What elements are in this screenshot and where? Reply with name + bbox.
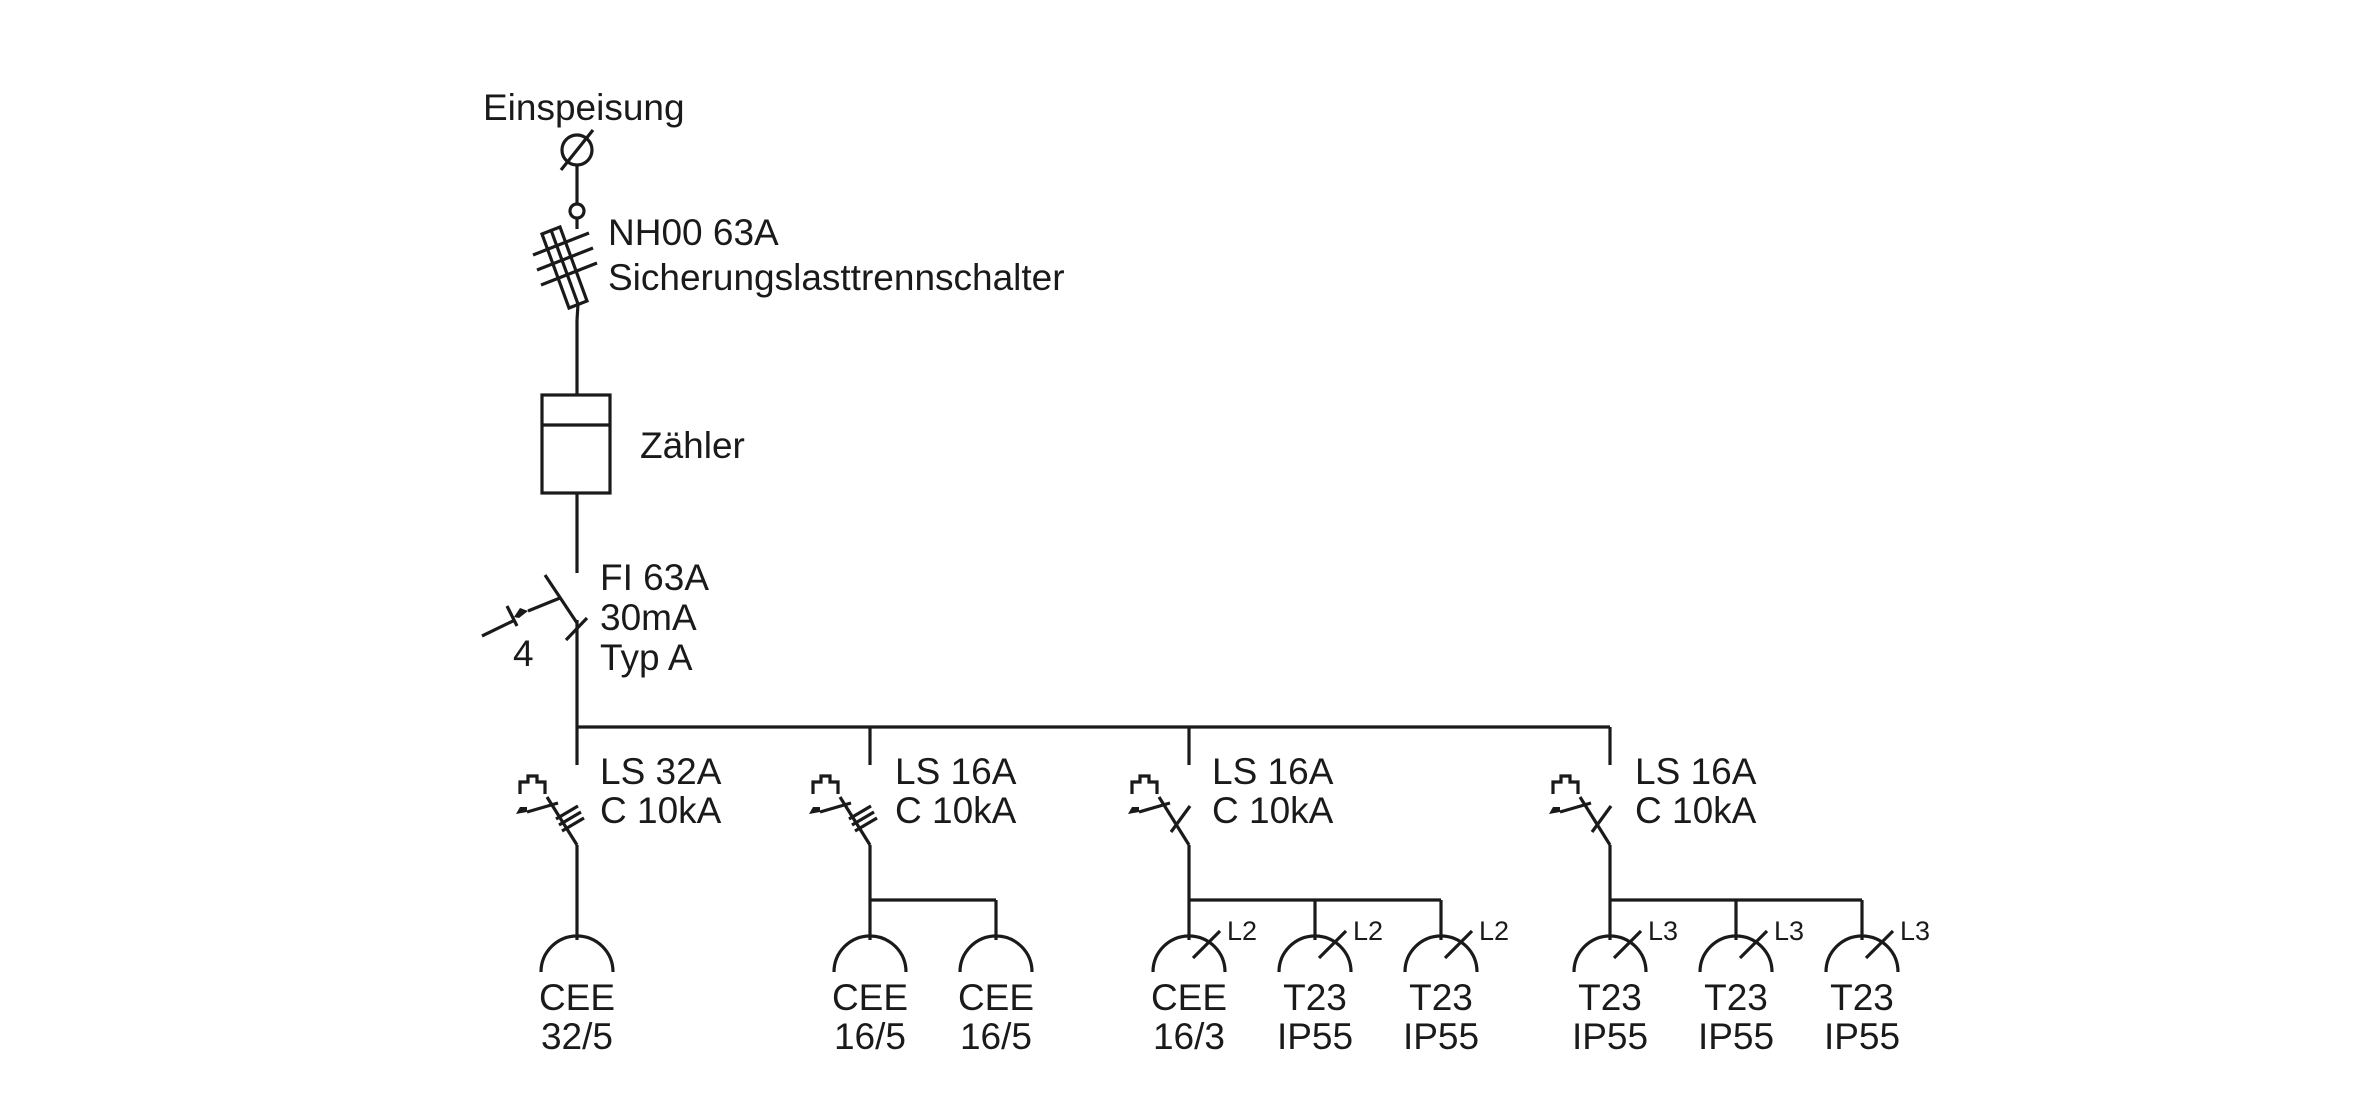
feed-terminal (559, 129, 595, 220)
meter-label: Zähler (640, 425, 745, 466)
breaker-3-label-curve: C 10kA (1212, 790, 1334, 831)
outlet-7-label-rating: IP55 (1572, 1016, 1648, 1057)
fuse-label-rating: NH00 63A (608, 212, 779, 253)
feed-label: Einspeisung (483, 87, 685, 128)
outlet-9-symbol (1824, 929, 1900, 973)
outlet-2-label-rating: 16/5 (834, 1016, 906, 1057)
outlet-3-symbol (958, 934, 1034, 973)
outlet-5-label-rating: IP55 (1277, 1016, 1353, 1057)
breaker-4-label-curve: C 10kA (1635, 790, 1757, 831)
outlet-9-label-rating: IP55 (1824, 1016, 1900, 1057)
breaker-3 (1128, 727, 1443, 940)
outlet-9-label-type: T23 (1830, 977, 1894, 1018)
outlet-6-label-rating: IP55 (1403, 1016, 1479, 1057)
rcd-pole-count: 4 (513, 633, 534, 674)
breaker-2-label-curve: C 10kA (895, 790, 1017, 831)
outlet-5-symbol (1277, 929, 1353, 973)
outlet-4-label-type: CEE (1151, 977, 1227, 1018)
rcd-label-type: Typ A (600, 637, 693, 678)
outlet-6-symbol (1403, 929, 1479, 973)
outlet-7-label-type: T23 (1578, 977, 1642, 1018)
breaker-4 (1549, 727, 1864, 940)
breaker-4-label-rating: LS 16A (1635, 751, 1757, 792)
breaker-1-label-curve: C 10kA (600, 790, 722, 831)
outlet-5-label-type: T23 (1283, 977, 1347, 1018)
outlet-8-label-rating: IP55 (1698, 1016, 1774, 1057)
outlet-6-label-type: T23 (1409, 977, 1473, 1018)
breaker-2-label-rating: LS 16A (895, 751, 1017, 792)
energy-meter (540, 393, 612, 495)
outlet-1-label-rating: 32/5 (541, 1016, 613, 1057)
fuse-label-type: Sicherungslasttrennschalter (608, 257, 1065, 298)
rcd-switch (481, 574, 589, 727)
outlet-3-label-type: CEE (958, 977, 1034, 1018)
rcd-label-rating: FI 63A (600, 557, 709, 598)
outlet-2-symbol (832, 934, 908, 973)
outlet-8-label-type: T23 (1704, 977, 1768, 1018)
outlet-3-label-rating: 16/5 (960, 1016, 1032, 1057)
breaker-1-label-rating: LS 32A (600, 751, 722, 792)
breaker-1 (516, 727, 585, 940)
outlet-4-phase-label: L2 (1227, 916, 1257, 946)
outlet-1-symbol (539, 934, 615, 973)
outlet-7-phase-label: L3 (1648, 916, 1678, 946)
breaker-2 (809, 727, 998, 940)
outlet-4-symbol (1151, 929, 1227, 973)
outlet-5-phase-label: L2 (1353, 916, 1383, 946)
outlet-4-label-rating: 16/3 (1153, 1016, 1225, 1057)
outlet-8-phase-label: L3 (1774, 916, 1804, 946)
breaker-3-label-rating: LS 16A (1212, 751, 1334, 792)
outlet-2-label-type: CEE (832, 977, 908, 1018)
outlet-9-phase-label: L3 (1900, 916, 1930, 946)
outlet-8-symbol (1698, 929, 1774, 973)
rcd-label-sensitivity: 30mA (600, 597, 697, 638)
outlet-6-phase-label: L2 (1479, 916, 1509, 946)
outlet-1-label-type: CEE (539, 977, 615, 1018)
outlet-7-symbol (1572, 929, 1648, 973)
fuse-switch-disconnector (532, 218, 598, 321)
